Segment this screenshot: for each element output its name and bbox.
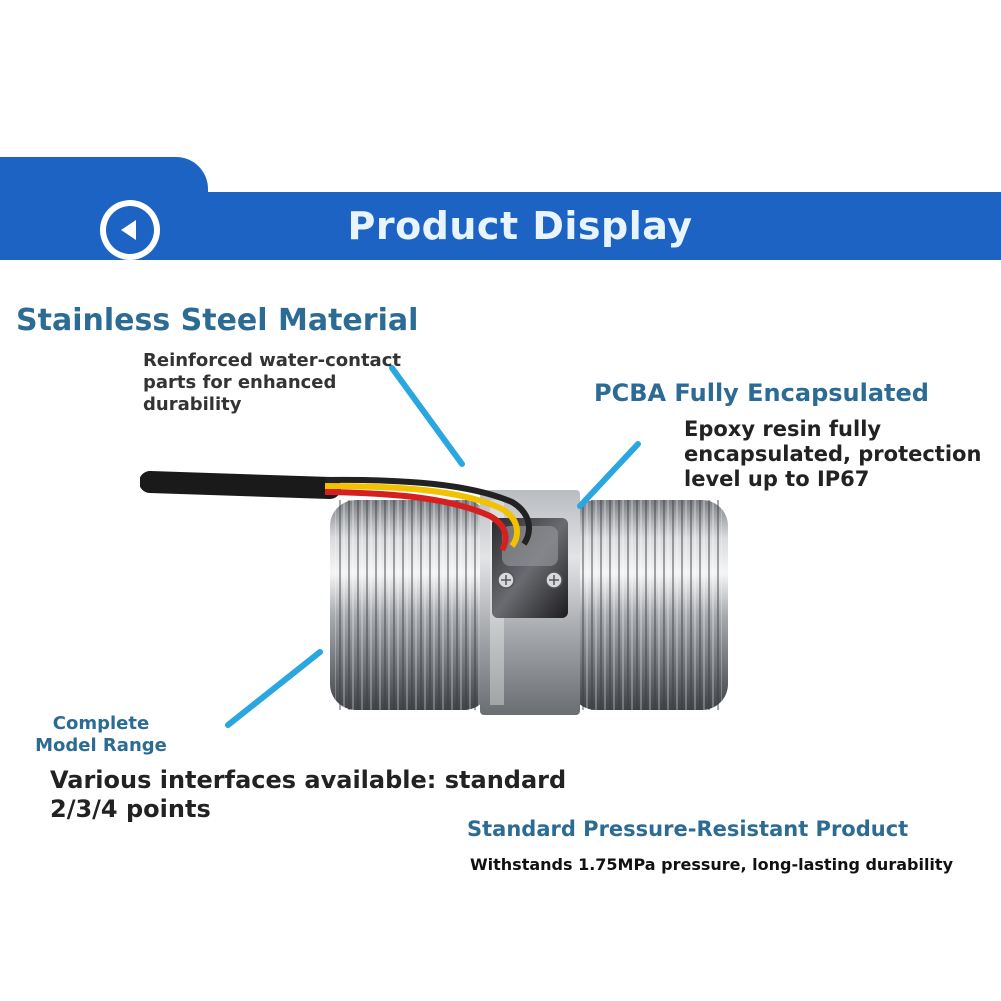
- section-banner: Product Display: [0, 157, 1001, 262]
- flow-sensor-image: [140, 365, 728, 728]
- circle-play-left-icon: [106, 206, 154, 254]
- page-title: Product Display: [347, 204, 693, 248]
- pressure-description: Withstands 1.75MPa pressure, long-lastin…: [470, 855, 953, 874]
- banner-tab: [0, 157, 208, 197]
- banner-bar: [0, 192, 1001, 260]
- pressure-heading: Standard Pressure-Resistant Product: [467, 817, 909, 841]
- pcba-description: Epoxy resin fully encapsulated, protecti…: [684, 417, 982, 491]
- stainless-steel-description: Reinforced water-contact parts for enhan…: [143, 350, 401, 415]
- model-range-description: Various interfaces available: standard 2…: [50, 766, 567, 823]
- stainless-steel-heading: Stainless Steel Material: [16, 303, 419, 338]
- pcba-heading: PCBA Fully Encapsulated: [594, 379, 929, 407]
- model-range-heading: Complete Model Range: [35, 713, 167, 756]
- back-button[interactable]: [100, 200, 160, 260]
